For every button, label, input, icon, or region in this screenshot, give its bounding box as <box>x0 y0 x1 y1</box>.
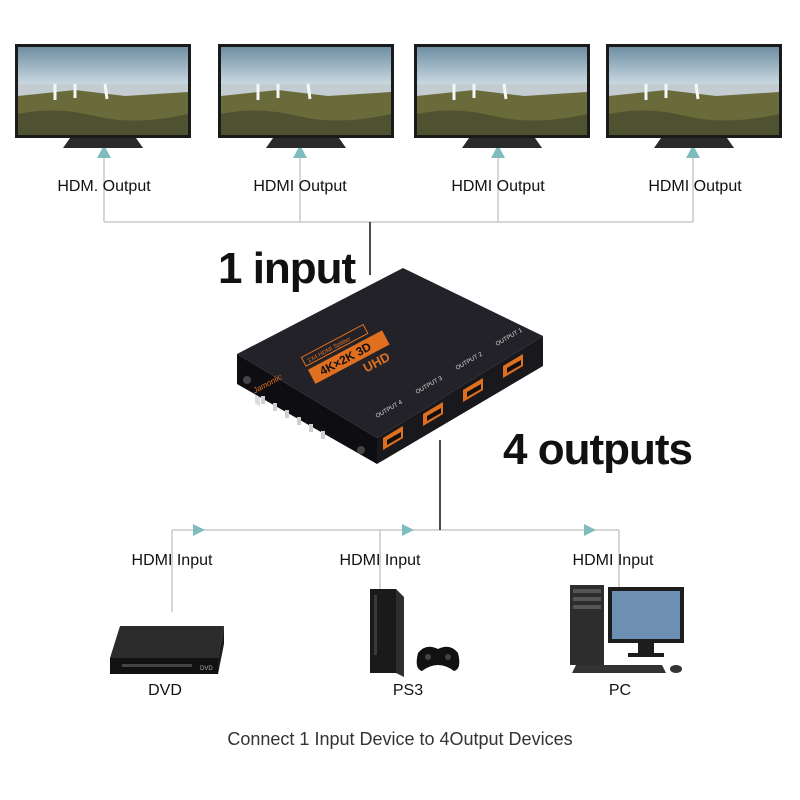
pc-computer-icon <box>570 585 684 673</box>
monitor-icon <box>414 44 590 148</box>
device-label: DVD <box>148 682 182 699</box>
device-label: PC <box>608 682 632 699</box>
display-label: HDMI Output <box>253 178 347 195</box>
source-port-label: HDMI Input <box>339 552 421 569</box>
input-count-label: 1 input <box>218 244 356 293</box>
splitter-top-face <box>237 268 543 438</box>
ps3-console-icon <box>370 589 460 677</box>
output-ports <box>383 354 523 450</box>
monitor-icon <box>218 44 394 148</box>
monitor-icon <box>606 44 782 148</box>
display-2 <box>218 44 394 152</box>
diagram-caption: Connect 1 Input Device to 4Output Device… <box>227 729 573 749</box>
svg-text:DVD: DVD <box>200 666 213 672</box>
display-label: HDM. Output <box>57 178 151 195</box>
display-3 <box>414 44 590 152</box>
display-4 <box>606 44 782 152</box>
output-count-label: 4 outputs <box>503 425 693 474</box>
display-label: HDMI Output <box>451 178 545 195</box>
source-port-label: HDMI Input <box>572 552 654 569</box>
source-port-label: HDMI Input <box>131 552 213 569</box>
display-label: HDMI Output <box>648 178 742 195</box>
monitor-icon <box>15 44 191 148</box>
device-label: PS3 <box>392 682 424 699</box>
hdmi-splitter: Jamonlic 1X4 HDMI Splitter 4K×2K 3D UHD … <box>237 268 543 464</box>
display-1 <box>15 44 191 152</box>
dvd-player-icon: DVD <box>110 626 224 674</box>
